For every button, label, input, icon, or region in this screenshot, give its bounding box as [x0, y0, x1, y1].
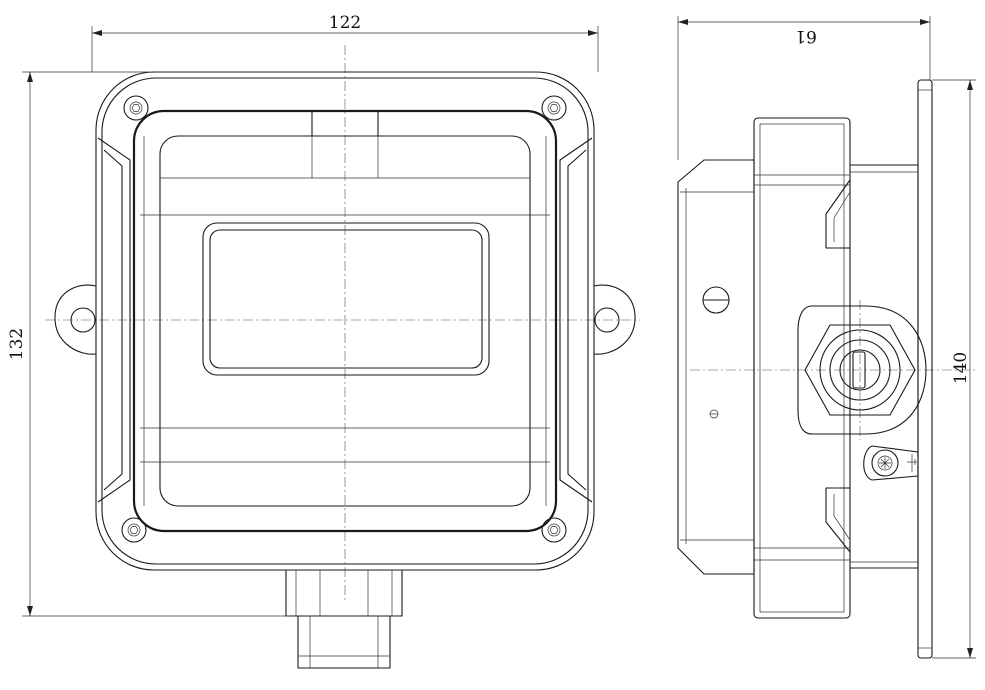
dim-side-height: 140	[932, 79, 976, 659]
screw-bottom-left	[121, 517, 147, 543]
right-ear-hole	[594, 307, 620, 333]
mounting-plate	[917, 79, 933, 659]
left-ear-hole	[70, 307, 96, 333]
display-window	[209, 229, 483, 369]
ground-terminal	[863, 445, 919, 481]
cable-gland-front	[285, 569, 403, 669]
right-mounting-ear	[593, 284, 636, 355]
dim-front-height: 132	[7, 71, 290, 617]
side-base	[850, 164, 919, 569]
screw-top-right	[541, 95, 567, 121]
dim-side-width: 61	[677, 16, 931, 160]
dim-side-height-label: 140	[951, 352, 971, 384]
left-rib-inner	[103, 149, 123, 491]
left-mounting-ear	[54, 284, 97, 355]
dim-front-height-label: 132	[7, 328, 27, 360]
right-rib	[559, 137, 593, 503]
cable-gland-side	[797, 305, 927, 435]
screw-bottom-right	[541, 517, 567, 543]
dim-front-width: 122	[91, 13, 599, 72]
display-window-outer	[202, 222, 490, 376]
dim-front-width-label: 122	[329, 13, 361, 33]
front-view: 122 132	[7, 13, 640, 669]
side-body	[753, 117, 851, 619]
side-lid	[677, 159, 755, 575]
screw-top-left	[123, 95, 149, 121]
top-notch	[311, 111, 379, 136]
lid-inner	[159, 135, 531, 507]
housing-outline-inner	[101, 77, 589, 565]
side-view: 61 140	[677, 16, 976, 659]
right-rib-inner	[567, 149, 587, 491]
left-rib	[97, 137, 131, 503]
ground-symbol-icon	[907, 454, 919, 472]
dim-side-width-label: 61	[795, 26, 817, 46]
lid-outline	[132, 109, 558, 533]
